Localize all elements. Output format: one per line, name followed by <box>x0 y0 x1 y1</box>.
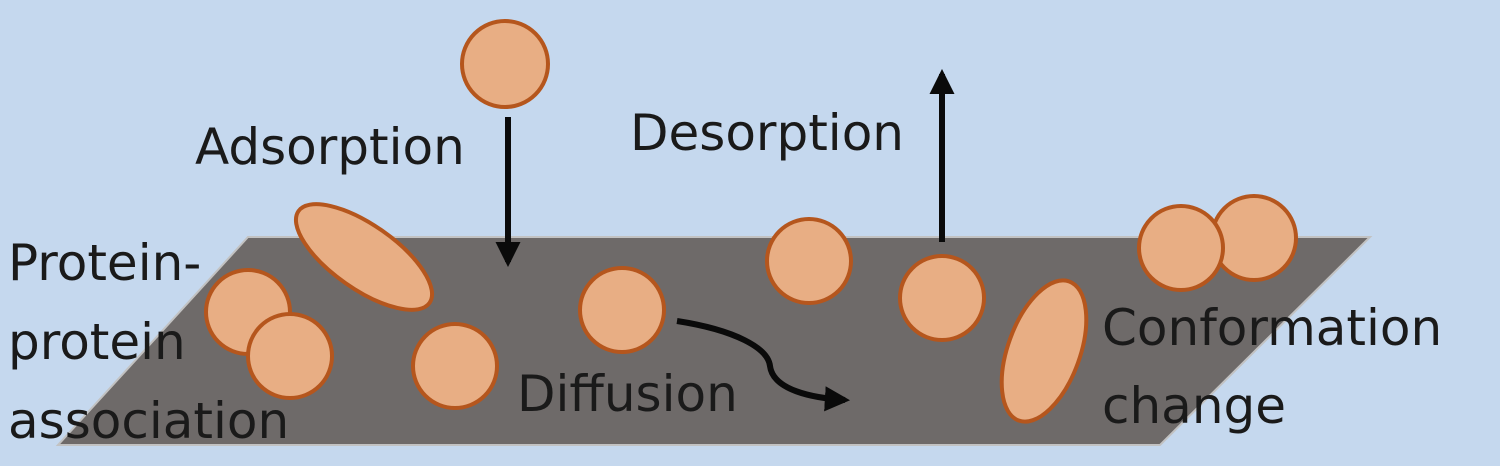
conformation-change-line-2: change <box>1102 377 1286 435</box>
conformation-change-label: Conformation change <box>1102 299 1458 435</box>
adsorption-label: Adsorption <box>195 118 465 176</box>
protein-diffusing <box>578 266 666 354</box>
protein-surface-1 <box>411 322 499 410</box>
protein-surface-2 <box>765 217 853 305</box>
conformation-change-line-1: Conformation <box>1102 299 1442 357</box>
proteins <box>204 19 1298 424</box>
protein-association-label: Protein- protein association <box>8 234 289 450</box>
protein-pair-back <box>1210 194 1298 282</box>
protein-elongated <box>293 202 435 312</box>
desorption-label: Desorption <box>630 104 904 162</box>
diffusion-label: Diffusion <box>517 365 738 423</box>
protein-association-line-1: Protein- <box>8 234 201 292</box>
protein-incoming <box>460 19 550 109</box>
diffusion-arrow <box>676 318 851 412</box>
protein-association-line-2: protein <box>8 313 186 371</box>
protein-association-line-3: association <box>8 392 289 450</box>
protein-pair-front <box>1137 204 1225 292</box>
protein-desorbing <box>898 254 986 342</box>
protein-cluster-2 <box>246 312 334 400</box>
protein-conformation <box>999 278 1089 424</box>
